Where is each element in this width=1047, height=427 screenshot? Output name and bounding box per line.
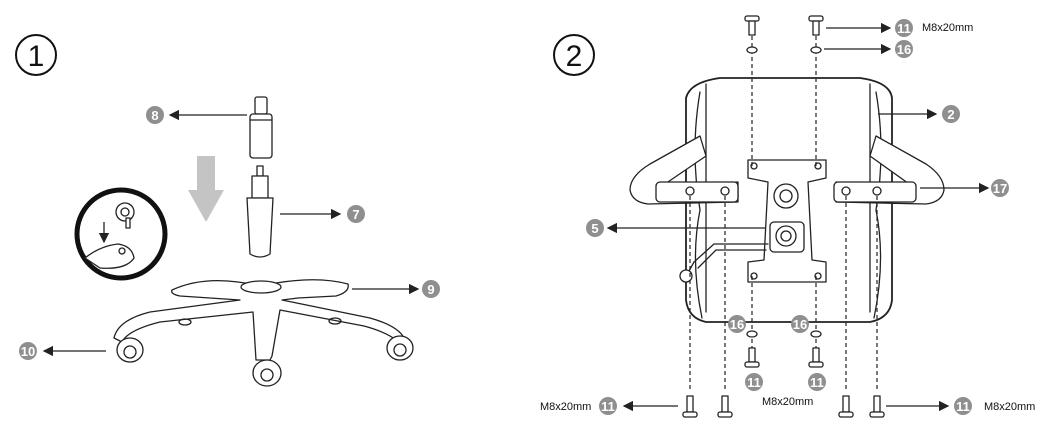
callout-11-bottom-right: 11 — [808, 373, 826, 391]
svg-text:11: 11 — [601, 399, 615, 414]
callout-8: 8 — [146, 106, 164, 124]
callout-16-bottom-right: 16 — [791, 315, 809, 333]
callout-16-top: 16 — [895, 40, 913, 58]
armrest-bolts — [682, 395, 885, 418]
top-bolts — [744, 15, 824, 54]
gas-lift-cylinder — [246, 165, 274, 258]
svg-text:16: 16 — [897, 42, 911, 57]
right-armrest — [833, 135, 945, 205]
svg-text:7: 7 — [352, 207, 359, 222]
callout-11-lower-left: 11 — [599, 397, 617, 415]
step-2-number: 2 — [566, 40, 583, 73]
callout-11-bottom-left: 11 — [745, 373, 763, 391]
spec-bottom-center: M8x20mm — [762, 396, 813, 408]
svg-text:11: 11 — [810, 375, 824, 390]
spec-top: M8x20mm — [922, 22, 973, 34]
callout-11-top: 11 — [895, 19, 913, 37]
callout-16-bottom-left: 16 — [728, 315, 746, 333]
callout-9: 9 — [422, 280, 440, 298]
casters — [116, 335, 414, 387]
svg-text:5: 5 — [591, 221, 598, 236]
callout-2: 2 — [942, 105, 960, 123]
spec-bottom-right: M8x20mm — [984, 401, 1035, 413]
callout-7: 7 — [347, 205, 365, 223]
svg-text:8: 8 — [151, 108, 158, 123]
callout-10: 10 — [19, 342, 37, 360]
svg-text:10: 10 — [21, 344, 35, 359]
svg-text:9: 9 — [427, 282, 434, 297]
svg-text:17: 17 — [993, 181, 1007, 196]
caster-insert-detail — [74, 187, 168, 281]
spec-bottom-left: M8x20mm — [540, 401, 591, 413]
mechanism — [679, 159, 827, 283]
mechanism-bolts — [744, 330, 824, 368]
svg-text:11: 11 — [956, 399, 970, 414]
step-1-marker: 1 — [15, 34, 57, 76]
step-2-marker: 2 — [553, 34, 595, 76]
gas-lift-top — [249, 96, 273, 159]
svg-text:11: 11 — [747, 375, 761, 390]
svg-text:16: 16 — [793, 317, 807, 332]
svg-text:2: 2 — [947, 107, 954, 122]
insert-down-arrow — [188, 156, 224, 222]
star-base — [113, 279, 405, 361]
callout-5: 5 — [586, 219, 604, 237]
svg-text:11: 11 — [897, 21, 911, 36]
svg-text:16: 16 — [730, 317, 744, 332]
callout-11-lower-right: 11 — [954, 397, 972, 415]
left-armrest — [629, 135, 739, 205]
callout-17: 17 — [991, 179, 1009, 197]
step-1-number: 1 — [28, 40, 45, 73]
